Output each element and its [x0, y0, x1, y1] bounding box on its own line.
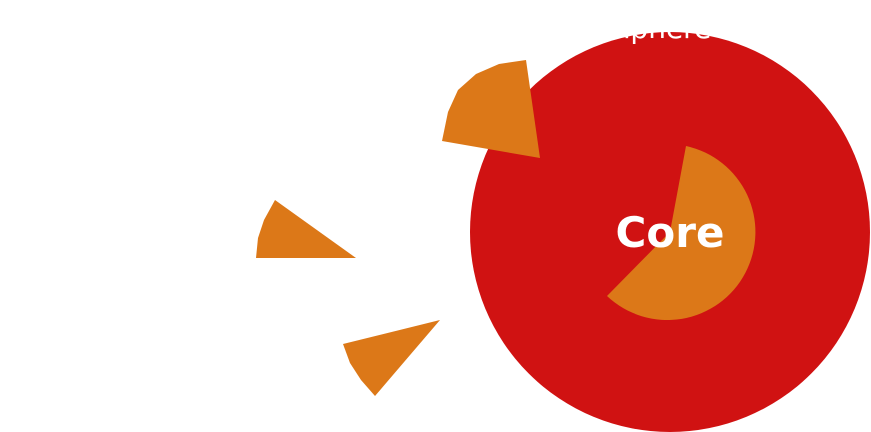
core-sector [607, 146, 756, 321]
wedge-fragment-middle [256, 200, 356, 258]
wedge-fragment-upper [442, 60, 540, 158]
core-label: Core [616, 208, 725, 257]
wedge-fragment-lower [343, 320, 440, 396]
sphere-top-label: nphere [613, 12, 712, 45]
